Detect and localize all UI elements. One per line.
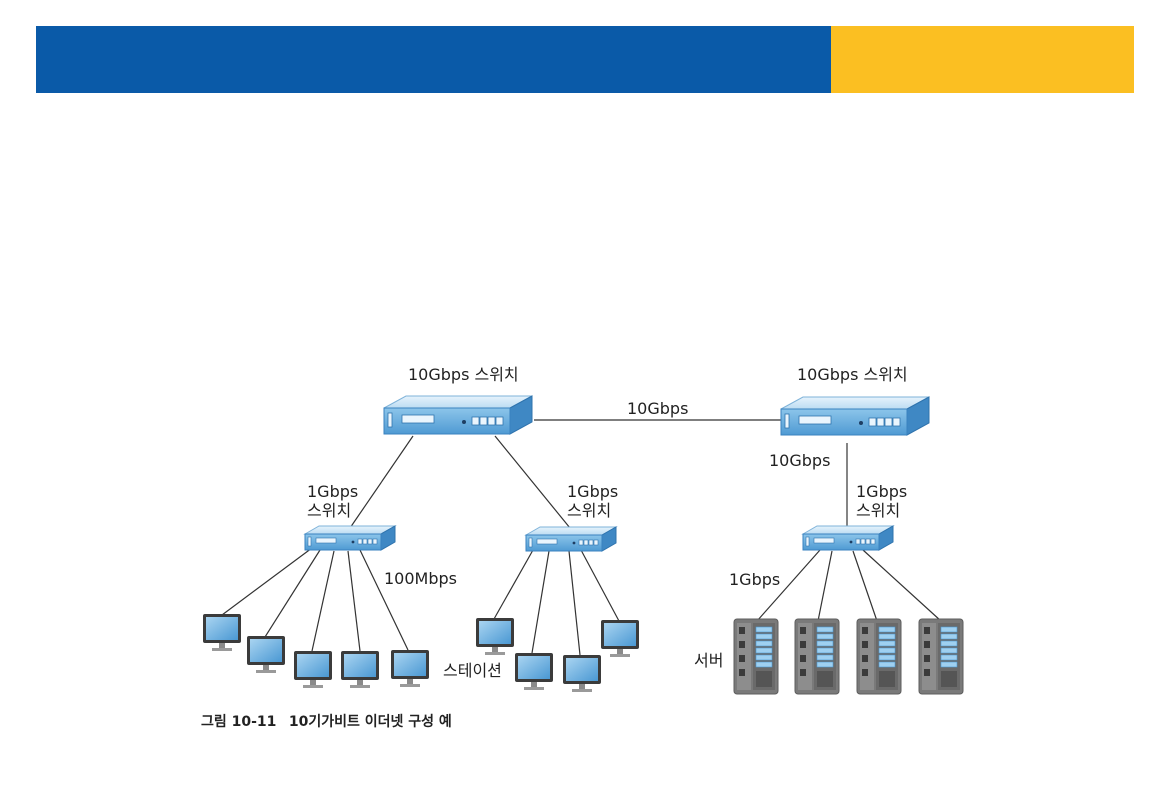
access-switch-left xyxy=(304,525,396,551)
header-yellow-bar xyxy=(831,26,1134,93)
station-monitor-1 xyxy=(203,614,241,651)
right-core-downlink-label: 10Gbps xyxy=(769,451,831,470)
figure-caption-number: 그림 10-11 xyxy=(201,714,277,730)
left-access-name-label: 스위치 xyxy=(307,501,352,520)
core-switch-left-label: 10Gbps 스위치 xyxy=(408,365,519,384)
core-switch-right-label: 10Gbps 스위치 xyxy=(797,365,908,384)
server-rack-4 xyxy=(918,618,964,695)
right-access-speed-label: 1Gbps xyxy=(856,482,908,501)
figure-caption-text: 10기가비트 이더넷 구성 예 xyxy=(288,714,452,730)
core-left-to-access-mid-line xyxy=(494,435,571,529)
station-monitor-7 xyxy=(515,653,553,690)
figure-caption: 그림 10-11 10기가비트 이더넷 구성 예 xyxy=(201,711,452,731)
mid-access-name-label: 스위치 xyxy=(567,501,612,520)
mid-access-speed-label: 1Gbps xyxy=(567,482,619,501)
station-monitor-5 xyxy=(391,650,429,687)
servers-label: 서버 xyxy=(694,651,724,670)
core-switch-right xyxy=(780,396,930,436)
access-switch-mid xyxy=(525,526,617,552)
server-rack-1 xyxy=(733,618,779,695)
core-link-label: 10Gbps xyxy=(627,399,689,418)
stations-label: 스테이션 xyxy=(443,661,502,680)
station-monitor-4 xyxy=(341,651,379,688)
left-access-speed-label: 1Gbps xyxy=(307,482,359,501)
station-monitor-2 xyxy=(247,636,285,673)
header-blue-bar xyxy=(36,26,831,93)
core-left-to-access-left-line xyxy=(349,435,414,529)
station-link-label: 100Mbps xyxy=(384,569,457,588)
station-monitor-8 xyxy=(563,655,601,692)
right-access-name-label: 스위치 xyxy=(856,501,901,520)
server-link-label: 1Gbps xyxy=(729,570,781,589)
station-monitor-6 xyxy=(476,618,514,655)
server-rack-2 xyxy=(794,618,840,695)
core-switch-left xyxy=(383,395,533,435)
access-switch-right xyxy=(802,525,894,551)
station-monitor-9 xyxy=(601,620,639,657)
server-rack-3 xyxy=(856,618,902,695)
station-monitor-3 xyxy=(294,651,332,688)
